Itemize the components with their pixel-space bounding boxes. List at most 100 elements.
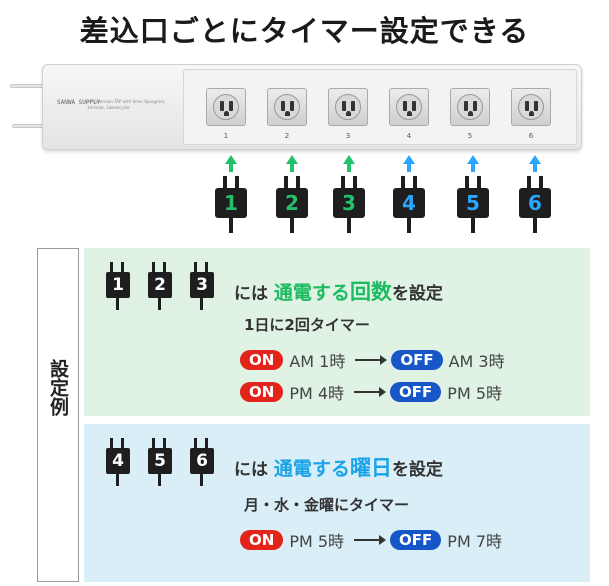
arrow-stem bbox=[347, 164, 351, 172]
on-badge: ON bbox=[240, 350, 284, 370]
plug-prong bbox=[296, 176, 300, 189]
plug-icon-3: 3 bbox=[190, 272, 214, 298]
outlet-number: 2 bbox=[284, 132, 290, 140]
plug-prong bbox=[152, 262, 155, 272]
arrow-stem bbox=[229, 164, 233, 172]
rule-prefix: には bbox=[234, 460, 268, 480]
group1-panel: 1 2 3 には 通電する回数を設定 1日に2回タイマー ON AM 1時 OFF A… bbox=[84, 248, 590, 416]
plug-prong bbox=[121, 438, 124, 448]
rule-prefix: には bbox=[234, 284, 268, 304]
plug-prong bbox=[152, 438, 155, 448]
plug-prong bbox=[539, 176, 543, 189]
plug-prong bbox=[235, 176, 239, 189]
plug-prong bbox=[353, 176, 357, 189]
outlet-4 bbox=[389, 88, 429, 126]
plug-icon-5: 5 bbox=[148, 448, 172, 474]
plug-cord bbox=[200, 298, 203, 310]
on-time: PM 5時 bbox=[289, 532, 345, 551]
page-title: 差込口ごとにタイマー設定できる bbox=[79, 14, 530, 48]
plug-cord bbox=[116, 298, 119, 310]
rule-highlight-key: 回数 bbox=[349, 280, 392, 304]
outlet-panel: 1 2 3 4 5 6 bbox=[183, 69, 577, 145]
plug-prong bbox=[477, 176, 481, 189]
plug-prong bbox=[194, 262, 197, 272]
off-time: AM 3時 bbox=[448, 352, 505, 371]
plug-cord bbox=[116, 474, 119, 486]
off-badge: OFF bbox=[390, 530, 442, 550]
plug-icon-4: 4 bbox=[106, 448, 130, 474]
schedule-row: ON AM 1時 OFF AM 3時 bbox=[240, 348, 505, 371]
plug-2: 2 bbox=[276, 188, 308, 218]
plug-cord bbox=[158, 298, 161, 310]
rule-highlight: 通電する bbox=[273, 458, 350, 480]
plug-4: 4 bbox=[393, 188, 425, 218]
off-badge: OFF bbox=[391, 350, 443, 370]
outlet-5 bbox=[450, 88, 490, 126]
example-label: 設定例 bbox=[47, 359, 69, 416]
power-strip: SANWA SUPPLY 2P Extension TAP with timer… bbox=[42, 64, 582, 150]
outlet-number: 1 bbox=[223, 132, 229, 140]
group1-subtitle: 1日に2回タイマー bbox=[244, 316, 370, 334]
group1-rule: には 通電する回数を設定 bbox=[234, 276, 443, 306]
outlet-6 bbox=[511, 88, 551, 126]
outlet-number: 4 bbox=[406, 132, 412, 140]
up-arrow-icon bbox=[225, 155, 237, 164]
plug-prong bbox=[401, 176, 405, 189]
on-time: AM 1時 bbox=[289, 352, 346, 371]
up-arrow-icon bbox=[467, 155, 479, 164]
plug-cord bbox=[347, 217, 351, 233]
arrow-right-icon bbox=[354, 387, 387, 397]
arrow-stem bbox=[290, 164, 294, 172]
plug-prong bbox=[413, 176, 417, 189]
plug-5: 5 bbox=[457, 188, 489, 218]
arrow-stem bbox=[407, 164, 411, 172]
rule-highlight-key: 曜日 bbox=[349, 456, 392, 480]
arrow-stem bbox=[471, 164, 475, 172]
outlet-2 bbox=[267, 88, 307, 126]
up-arrow-icon bbox=[286, 155, 298, 164]
plug-3: 3 bbox=[333, 188, 365, 218]
brand-logo: SANWA SUPPLY bbox=[57, 99, 101, 106]
plug-cord bbox=[471, 217, 475, 233]
plug-cord bbox=[533, 217, 537, 233]
plug-prong bbox=[223, 176, 227, 189]
outlet-3 bbox=[328, 88, 368, 126]
plug-6: 6 bbox=[519, 188, 551, 218]
rule-suffix: を設定 bbox=[391, 460, 443, 480]
plug-prong bbox=[194, 438, 197, 448]
arrow-right-icon bbox=[354, 535, 387, 545]
plug-prong bbox=[163, 438, 166, 448]
outlet-number: 5 bbox=[467, 132, 473, 140]
up-arrow-icon bbox=[343, 155, 355, 164]
plug-prong bbox=[284, 176, 288, 189]
arrow-stem bbox=[533, 164, 537, 172]
plug-icon-2: 2 bbox=[148, 272, 172, 298]
plug-cord bbox=[290, 217, 294, 233]
plug-prong bbox=[110, 262, 113, 272]
example-sidebar: 設定例 bbox=[37, 248, 79, 582]
plug-icon-1: 1 bbox=[106, 272, 130, 298]
plug-prong bbox=[121, 262, 124, 272]
plug-cord bbox=[200, 474, 203, 486]
arrow-right-icon bbox=[355, 355, 388, 365]
group2-subtitle: 月・水・金曜にタイマー bbox=[244, 496, 410, 514]
outlet-number: 6 bbox=[528, 132, 534, 140]
plug-prong bbox=[341, 176, 345, 189]
plug-prong bbox=[205, 438, 208, 448]
power-cord bbox=[10, 84, 46, 88]
plug-cord bbox=[229, 217, 233, 233]
plug-prong bbox=[163, 262, 166, 272]
off-time: PM 7時 bbox=[447, 532, 503, 551]
outlet-1 bbox=[206, 88, 246, 126]
plug-cord bbox=[407, 217, 411, 233]
up-arrow-icon bbox=[403, 155, 415, 164]
rule-highlight: 通電する bbox=[273, 282, 350, 304]
up-arrow-icon bbox=[529, 155, 541, 164]
group2-rule: には 通電する曜日を設定 bbox=[234, 452, 443, 482]
rule-suffix: を設定 bbox=[391, 284, 443, 304]
plug-icon-6: 6 bbox=[190, 448, 214, 474]
plug-prong bbox=[465, 176, 469, 189]
